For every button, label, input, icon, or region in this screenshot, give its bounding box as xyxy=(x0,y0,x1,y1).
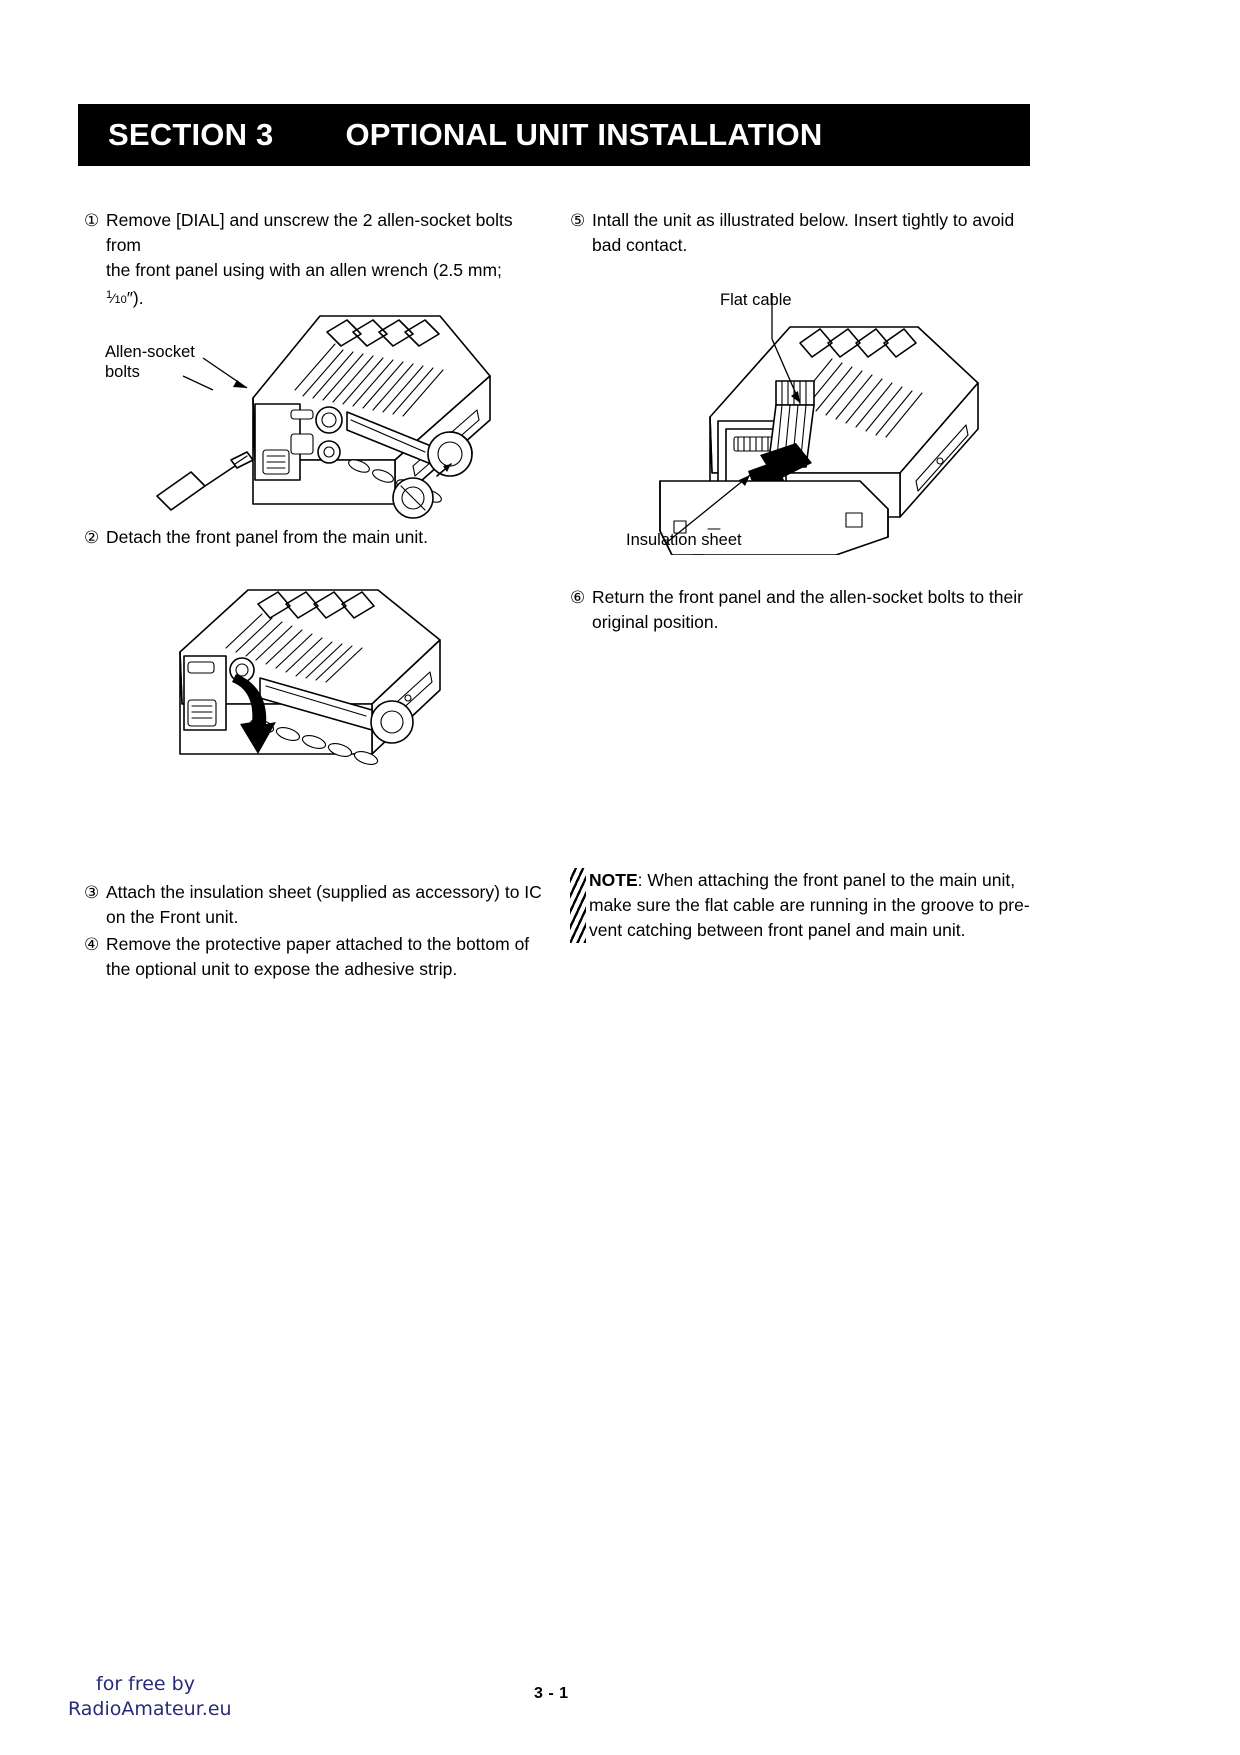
step-3: ③ Attach the insulation sheet (supplied … xyxy=(84,880,544,930)
fraction-one-tenth: 1⁄10 xyxy=(106,289,127,306)
step-6-marker: ⑥ xyxy=(570,588,586,607)
step-2: ② Detach the front panel from the main u… xyxy=(84,525,544,550)
step-4-marker: ④ xyxy=(84,935,100,954)
figure-3-unit-installation: Flat cable Insulation sheet xyxy=(600,285,1020,555)
step-6-text: Return the front panel and the allen-soc… xyxy=(592,585,1030,635)
note-block: NOTE: When attaching the front panel to … xyxy=(570,868,1032,943)
step-3-text: Attach the insulation sheet (supplied as… xyxy=(106,880,544,930)
step-3-line-1: Attach the insulation sheet (supplied as… xyxy=(106,882,542,902)
step-6-line-2: original position. xyxy=(592,612,719,632)
figure-3-label-insulation-sheet: Insulation sheet xyxy=(626,531,742,549)
step-4: ④ Remove the protective paper attached t… xyxy=(84,932,544,982)
figure-1-svg xyxy=(156,315,491,519)
step-2-marker: ② xyxy=(84,528,100,547)
watermark-line-2: RadioAmateur.eu xyxy=(68,1698,232,1720)
step-1-line-1: Remove [DIAL] and unscrew the 2 allen-so… xyxy=(106,210,513,255)
step-1-marker: ① xyxy=(84,211,100,230)
step-6-container: ⑥ Return the front panel and the allen-s… xyxy=(570,585,1030,637)
note-line-2: make sure the flat cable are running in … xyxy=(589,895,1030,915)
step-3-line-2: on the Front unit. xyxy=(106,907,239,927)
note-separator: : xyxy=(637,870,648,890)
note-line-1: When attaching the front panel to the ma… xyxy=(647,870,1016,890)
right-column: ⑤ Intall the unit as illustrated below. … xyxy=(570,208,1030,260)
section-number: SECTION 3 xyxy=(108,117,274,152)
figure-2-front-panel-detached xyxy=(140,578,520,788)
step-1-line-2-suffix: ″). xyxy=(126,288,144,308)
step-4-line-2: the optional unit to expose the adhesive… xyxy=(106,959,458,979)
step-2-text: Detach the front panel from the main uni… xyxy=(106,527,428,547)
step-4-text: Remove the protective paper attached to … xyxy=(106,932,544,982)
watermark-line-1: for free by xyxy=(96,1673,195,1695)
note-text: NOTE: When attaching the front panel to … xyxy=(586,868,1032,943)
step-3-marker: ③ xyxy=(84,883,100,902)
figure-3-label-flat-cable: Flat cable xyxy=(720,291,792,309)
step-1: ① Remove [DIAL] and unscrew the 2 allen-… xyxy=(84,208,539,313)
left-column: ① Remove [DIAL] and unscrew the 2 allen-… xyxy=(84,208,539,315)
section-title: OPTIONAL UNIT INSTALLATION xyxy=(345,117,823,152)
step-1-text: Remove [DIAL] and unscrew the 2 allen-so… xyxy=(106,208,539,313)
step-2-container: ② Detach the front panel from the main u… xyxy=(84,525,544,552)
step-5-text: Intall the unit as illustrated below. In… xyxy=(592,208,1030,258)
step-1-line-2-prefix: the front panel using with an allen wren… xyxy=(106,260,502,280)
step-5-marker: ⑤ xyxy=(570,211,586,230)
note-title: NOTE xyxy=(589,870,638,890)
figure-2-svg xyxy=(179,589,441,765)
steps-3-4-container: ③ Attach the insulation sheet (supplied … xyxy=(84,880,544,984)
step-5: ⑤ Intall the unit as illustrated below. … xyxy=(570,208,1030,258)
page-number: 3 - 1 xyxy=(534,1685,569,1702)
figure-3-svg xyxy=(659,293,979,555)
figure-1-label-allen-socket-bolts: Allen-socket bolts xyxy=(105,342,195,382)
step-4-line-1: Remove the protective paper attached to … xyxy=(106,934,530,954)
note-hatch-bar xyxy=(570,868,586,943)
step-6-line-1: Return the front panel and the allen-soc… xyxy=(592,587,1023,607)
figure-1-label-line-1: Allen-socket xyxy=(105,343,195,361)
fraction-denominator: 10 xyxy=(114,294,127,306)
figure-1-label-line-2: bolts xyxy=(105,363,140,381)
footer-watermark: for free by RadioAmateur.eu xyxy=(68,1672,232,1722)
note-line-3: vent catching between front panel and ma… xyxy=(589,920,966,940)
step-6: ⑥ Return the front panel and the allen-s… xyxy=(570,585,1030,635)
step-5-line-2: bad contact. xyxy=(592,235,688,255)
step-5-line-1: Intall the unit as illustrated below. In… xyxy=(592,210,1015,230)
fraction-numerator: 1 xyxy=(106,289,113,301)
figure-1-transceiver-bolts: Allen-socket bolts xyxy=(95,280,545,520)
section-header-bar: SECTION 3 OPTIONAL UNIT INSTALLATION xyxy=(78,104,1030,166)
